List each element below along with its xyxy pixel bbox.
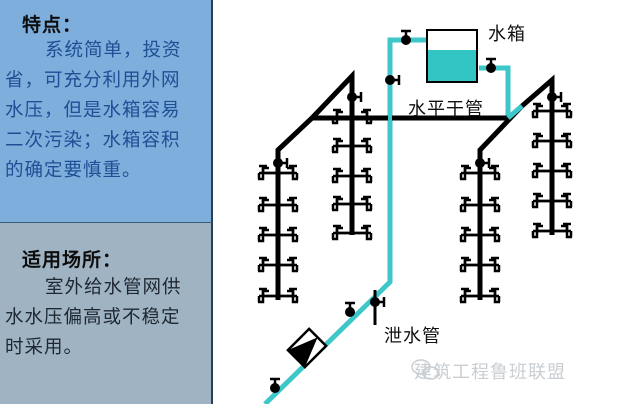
water-tank-label: 水箱 [488,24,526,45]
horizontal-main-label: 水平干管 [408,99,484,120]
drain-pipe-label: 泄水管 [384,326,441,347]
valve-icon [484,57,498,75]
wechat-icon [411,359,440,380]
applicable-panel: 适用场所： 室外给水管网供 水水压偏高或不稳定 时采用。 [0,223,213,404]
valve-icon [383,73,401,87]
water-tank [426,20,478,83]
applicable-text: 室外给水管网供 水水压偏高或不稳定 时采用。 [5,277,182,358]
features-heading: 特点： [22,14,83,36]
faucet-icon [256,102,574,304]
pump-icon [286,327,328,369]
drain-pipe [368,290,386,325]
watermark-text: 建筑工程鲁班联盟 [414,362,566,383]
features-panel: 特点： 系统简单，投资 省，可充分利用外网 水压，但是水箱容易 二次污染；水箱容… [0,0,213,223]
valve-icon [343,301,357,319]
applicable-heading: 适用场所： [22,249,123,271]
valve-icon [399,29,413,47]
features-text: 系统简单，投资 省，可充分利用外网 水压，但是水箱容易 二次污染；水箱容积 的确… [5,40,182,181]
valve-icon [268,377,282,395]
